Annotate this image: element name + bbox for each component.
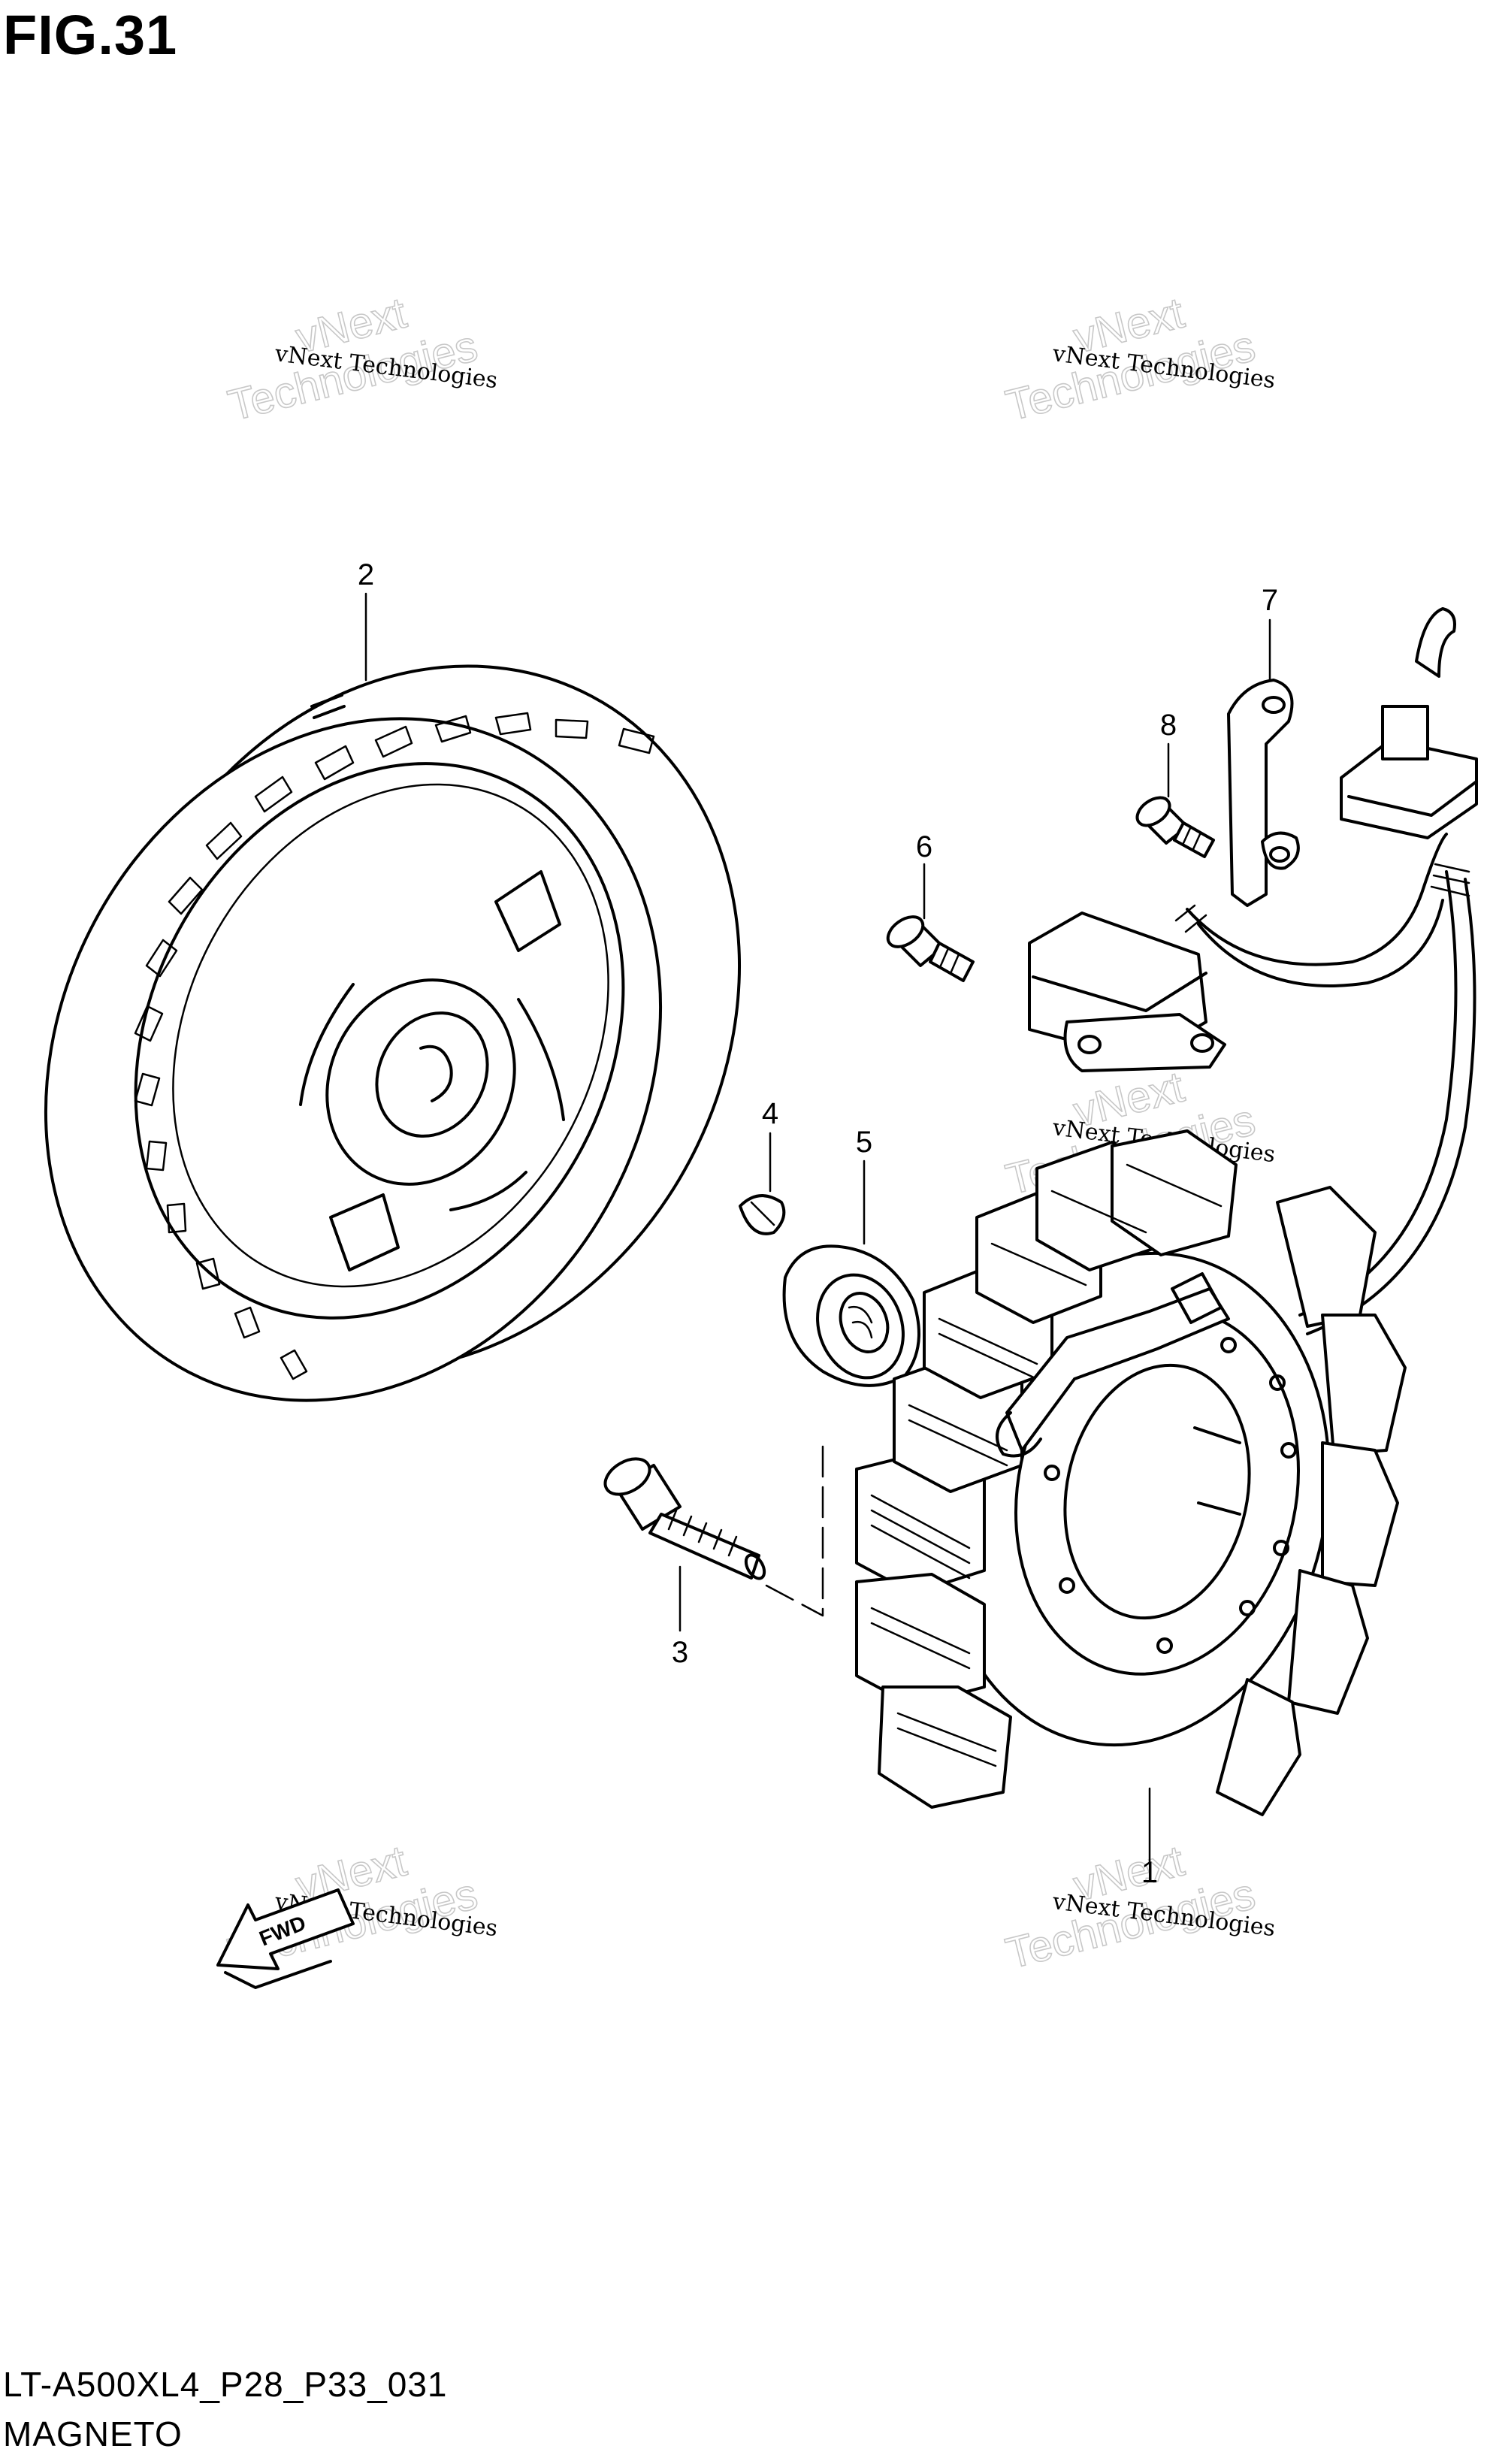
watermark-bottom-right: Technologies vNext vNext Technologies [1001,1836,1277,1979]
callout-1: 1 [1141,1856,1158,1889]
watermark-top-left: Technologies vNext vNext Technologies [223,288,499,431]
stator-assembly [855,607,1478,1816]
figure-code: LT-A500XL4_P28_P33_031 [3,2365,448,2404]
stator-bolt [603,1457,766,1580]
callout-7: 7 [1262,584,1278,617]
wire-clamp [1227,679,1300,907]
callout-8: 8 [1160,709,1177,742]
rotor-flywheel [44,664,741,1402]
woodruff-key [739,1194,786,1235]
figure-name: MAGNETO [3,2414,183,2453]
bolt-assembly-path [765,1445,824,1617]
callout-2: 2 [358,558,374,591]
callout-6: 6 [916,830,932,863]
watermark-top-right: Technologies vNext vNext Technologies [1001,288,1277,431]
pickup-screw [886,915,975,982]
fwd-arrow-badge: FWD [216,1888,355,1989]
callout-4: 4 [762,1097,778,1130]
callout-3: 3 [672,1636,688,1669]
callout-5: 5 [856,1126,872,1159]
clamp-screw [1135,796,1215,858]
figure-title: FIG.31 [3,4,178,66]
rotor-nut [782,1244,920,1387]
